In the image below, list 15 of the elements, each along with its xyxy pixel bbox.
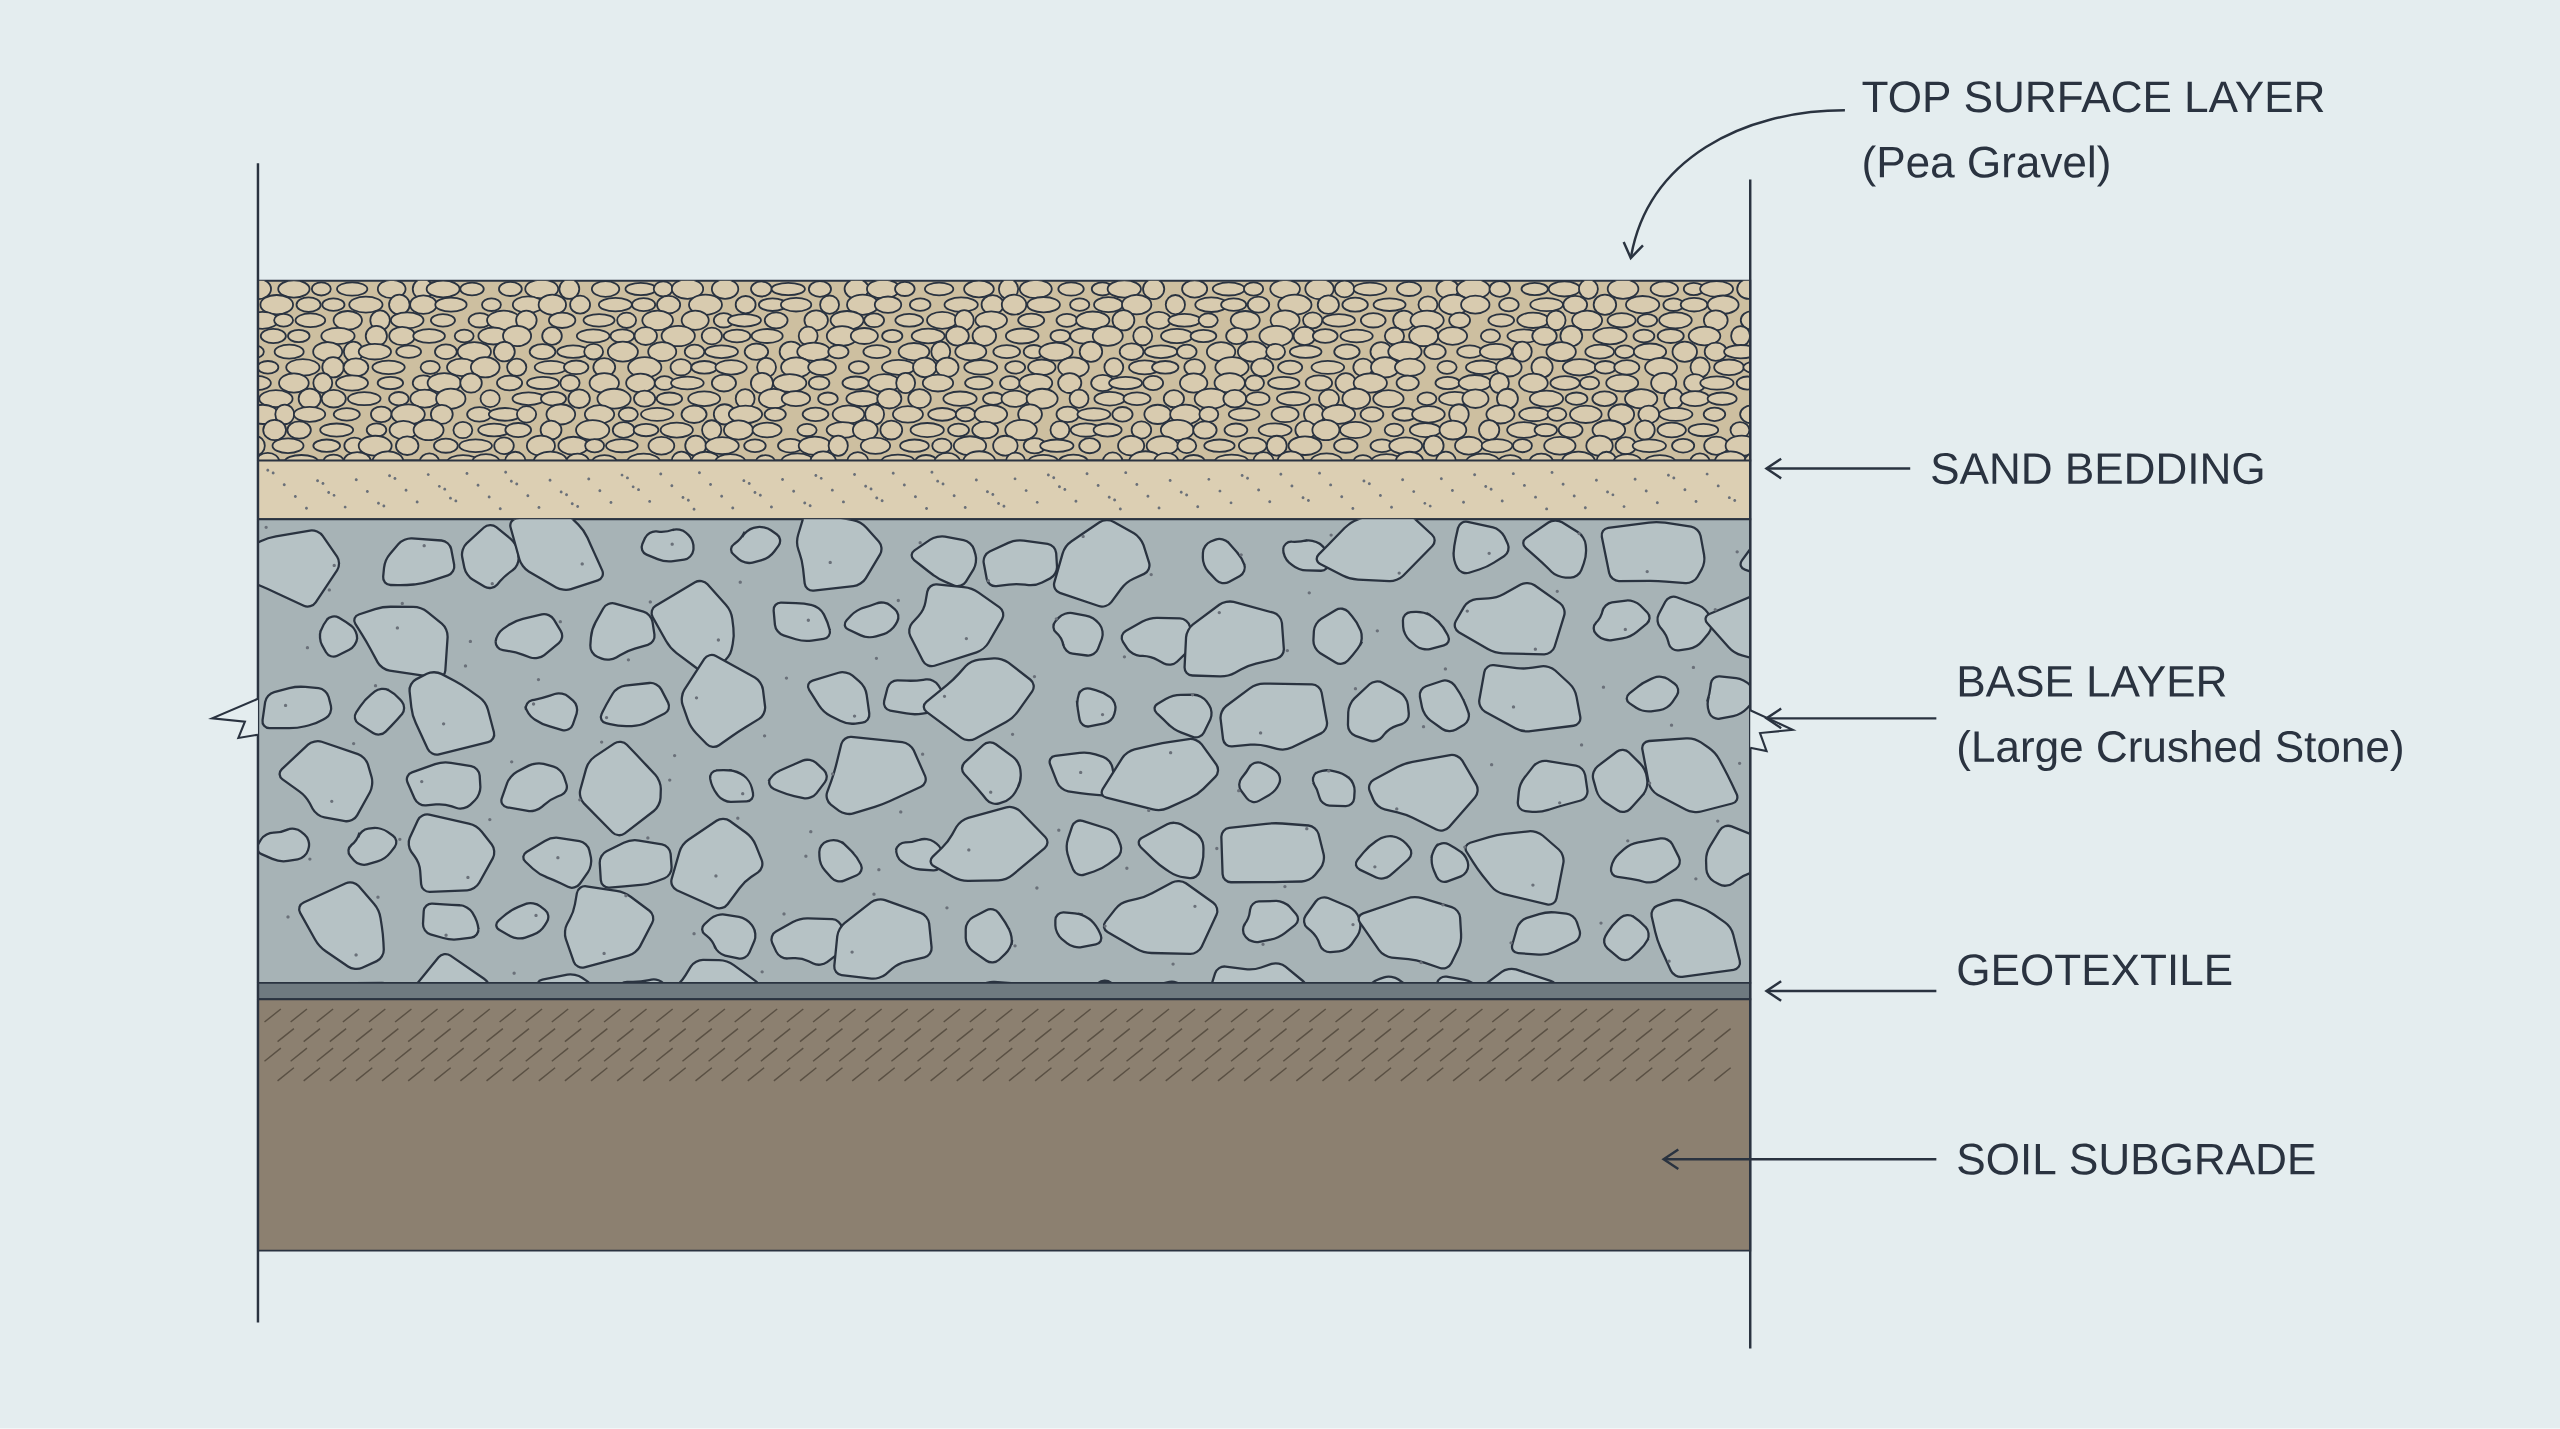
leader-arrow xyxy=(1764,980,1937,1003)
leader-arrow xyxy=(1764,707,1937,730)
geotextile-layer xyxy=(257,982,1752,1001)
callout-label: TOP SURFACE LAYER (Pea Gravel) xyxy=(1862,81,2324,187)
gravel-layer xyxy=(257,280,1752,462)
leader-arrow xyxy=(1622,109,1845,261)
leader-arrow xyxy=(1661,1148,1937,1171)
soil-layer xyxy=(257,998,1752,1252)
callout-label: BASE LAYER (Large Crushed Stone) xyxy=(1959,665,2402,772)
sand-layer xyxy=(257,459,1752,521)
callout-label: SOIL SUBGRADE xyxy=(1958,1143,2315,1175)
leader-arrow xyxy=(1764,458,1911,480)
stone-layer xyxy=(257,518,1752,985)
callout-label: GEOTEXTILE xyxy=(1958,954,2232,986)
callout-label: SAND BEDDING xyxy=(1932,453,2263,485)
